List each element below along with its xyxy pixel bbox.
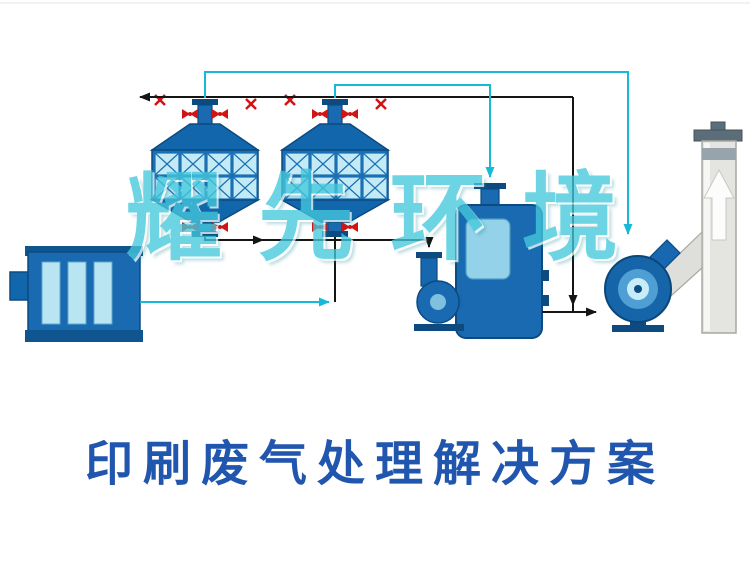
pretreatment-panel (67, 261, 87, 325)
chimney-highlight (704, 143, 710, 331)
chimney-band (702, 148, 736, 160)
chimney-cap (693, 129, 743, 142)
fan-hub (634, 285, 642, 293)
pretreatment-base (25, 330, 143, 342)
scrubber-top-pipe (480, 188, 500, 207)
recirculation-line-1 (204, 71, 633, 235)
chimney-up-arrow-icon (703, 168, 735, 241)
filter-tower-2 (282, 95, 388, 237)
pretreatment-unit (9, 246, 143, 342)
scrubber-top-flange (474, 183, 506, 189)
page-title: 印刷废气处理解决方案 (84, 436, 665, 492)
scrubber-tank (414, 183, 549, 339)
filter-tower-1 (152, 95, 258, 237)
recirculation-line-2 (334, 84, 495, 178)
scrubber-window (465, 218, 511, 280)
fan-base (612, 325, 664, 332)
pump-hub (430, 294, 446, 310)
duct-lines (139, 71, 633, 317)
duct-filter1-outlet (204, 235, 264, 245)
centrifugal-fan (604, 239, 681, 332)
pretreatment-panel (41, 261, 61, 325)
pump-suction-flange (416, 252, 442, 258)
pretreatment-panel (93, 261, 113, 325)
pretreatment-inlet-pipe (9, 271, 29, 301)
pretreatment-top-cap (25, 246, 143, 256)
exhaust-chimney (645, 121, 743, 334)
scrubber-side-flange (542, 270, 549, 281)
pump-base (414, 324, 464, 331)
chimney-cap-post (710, 121, 726, 131)
scrubber-side-flange (542, 295, 549, 306)
